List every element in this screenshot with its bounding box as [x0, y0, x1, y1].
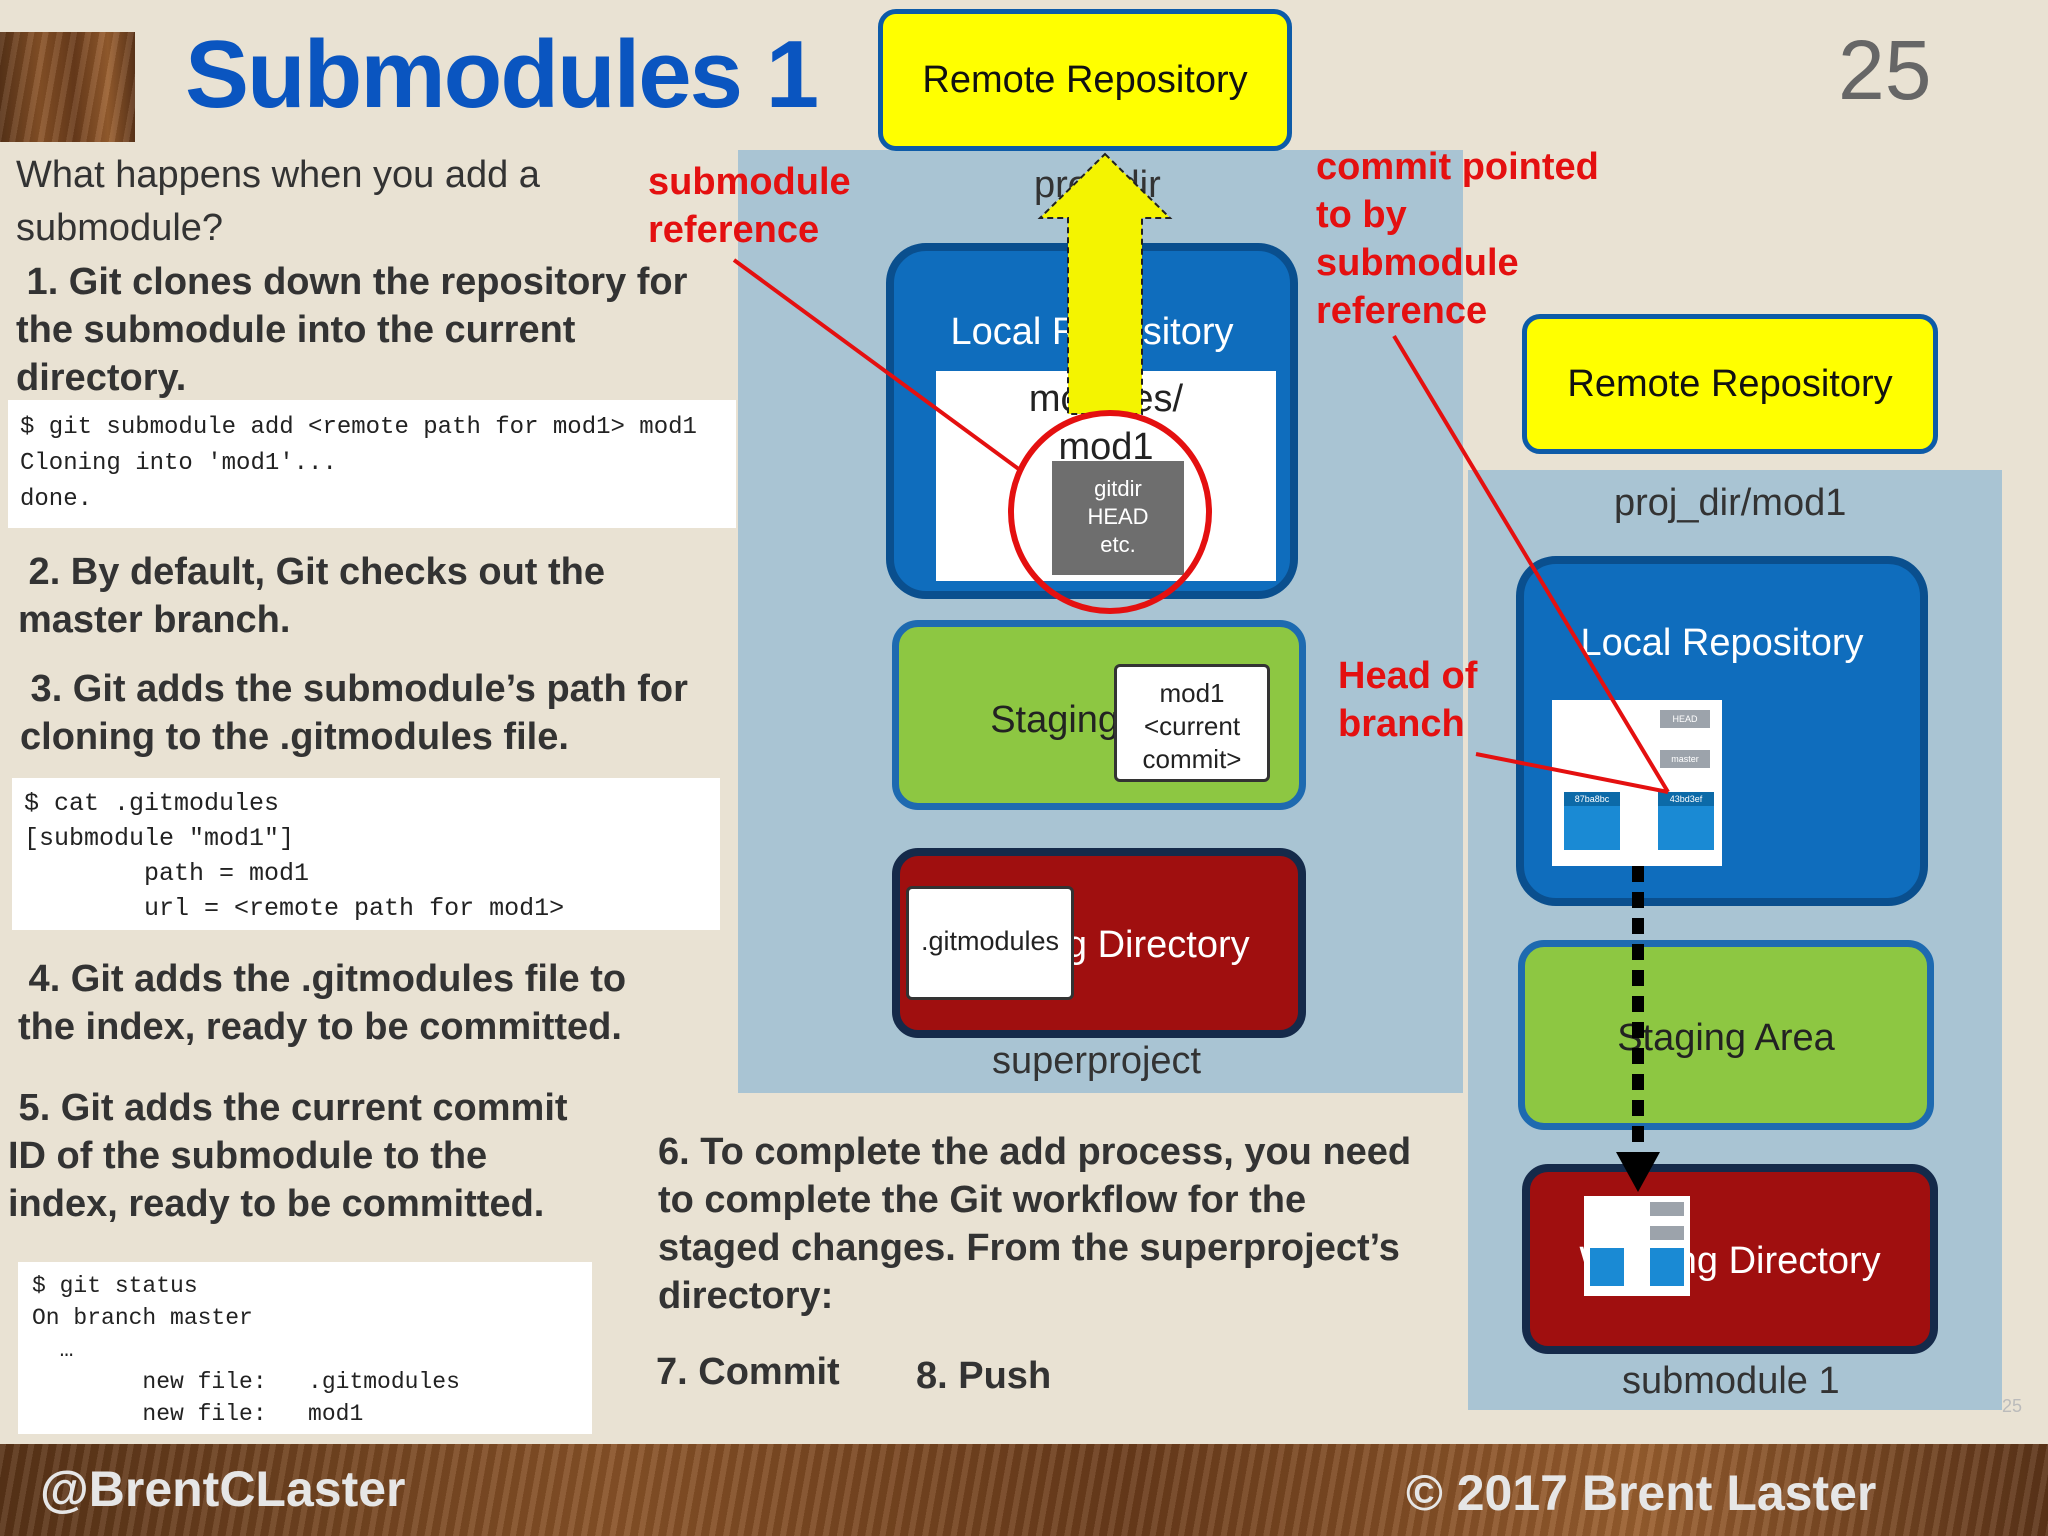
code-block-git-status: $ git status On branch master … new file…	[18, 1262, 592, 1434]
submodule-caption: submodule 1	[1622, 1360, 1840, 1402]
working-dir-commit-image	[1584, 1196, 1690, 1296]
gitmodules-file-scroll: .gitmodules	[906, 886, 1074, 1000]
step-line: the index, ready to be committed.	[18, 1006, 622, 1048]
footer-right-text: © 2017 Brent Laster	[1406, 1465, 1877, 1521]
question-line: What happens when you add a	[16, 154, 540, 196]
header-wood-block	[0, 32, 135, 142]
step-8-push: 8. Push	[916, 1355, 1052, 1397]
step-4: 4. Git adds the .gitmodules file to the …	[18, 955, 626, 1051]
gitdir-line: gitdir	[1094, 476, 1142, 501]
superproject-remote-repository: Remote Repository	[878, 9, 1292, 151]
code-block-gitmodules: $ cat .gitmodules [submodule "mod1"] pat…	[12, 778, 720, 930]
annotation-submodule-reference: submodule reference	[648, 158, 851, 254]
annotation-line: reference	[648, 209, 820, 251]
mini-commit-card	[1650, 1248, 1684, 1286]
step-line: 2. By default, Git checks out the	[18, 551, 606, 593]
annotation-line: commit pointed	[1316, 146, 1599, 188]
annotation-line: reference	[1316, 290, 1488, 332]
page-number: 25	[1838, 23, 1932, 117]
step-line: directory:	[658, 1275, 834, 1317]
step-line: ID of the submodule to the	[8, 1135, 488, 1177]
gitdir-line: HEAD	[1087, 504, 1149, 529]
step-line: to complete the Git workflow for the	[658, 1179, 1307, 1221]
mini-tag	[1650, 1226, 1684, 1240]
annotation-line: submodule	[648, 161, 851, 203]
footer-left-text: @BrentCLaster	[40, 1461, 406, 1517]
mini-commit-card: 43bd3ef	[1658, 792, 1714, 850]
annotation-line: branch	[1338, 703, 1465, 745]
connector-arrowhead	[1616, 1152, 1660, 1192]
superproject-caption: superproject	[992, 1040, 1202, 1082]
mini-branch-tag: master	[1660, 750, 1710, 768]
step-6: 6. To complete the add process, you need…	[658, 1128, 1411, 1320]
step-5: 5. Git adds the current commit ID of the…	[8, 1084, 568, 1228]
step-line: 3. Git adds the submodule’s path for	[20, 668, 688, 710]
step-line: 5. Git adds the current commit	[8, 1087, 568, 1129]
submodule-remote-repository: Remote Repository	[1522, 314, 1938, 454]
mini-commit-card: 87ba8bc	[1564, 792, 1620, 850]
staging-area-label: Staging Area	[1617, 1017, 1835, 1059]
step-line: 6. To complete the add process, you need	[658, 1131, 1412, 1173]
staging-mod1-scroll: mod1 <current commit>	[1114, 664, 1270, 782]
annotation-line: Head of	[1338, 655, 1478, 697]
annotation-commit-pointed: commit pointed to by submodule reference	[1316, 143, 1599, 335]
step-line: 1. Git clones down the repository for	[16, 261, 688, 303]
annotation-head-of-branch: Head of branch	[1338, 652, 1477, 748]
mini-commit-card	[1590, 1248, 1624, 1286]
commit-pointed-pointer	[1392, 334, 1670, 794]
submodule-reference-pointer	[732, 258, 1022, 472]
submodule-proj-dir-label: proj_dir/mod1	[1614, 482, 1847, 524]
step-line: index, ready to be committed.	[8, 1183, 545, 1225]
step-3: 3. Git adds the submodule’s path for clo…	[20, 665, 688, 761]
gitdir-line: etc.	[1100, 532, 1136, 557]
step-line: 4. Git adds the .gitmodules file to	[18, 958, 627, 1000]
step-line: cloning to the .gitmodules file.	[20, 716, 569, 758]
scroll-line: commit>	[1142, 744, 1242, 774]
annotation-line: submodule	[1316, 242, 1519, 284]
step-line: directory.	[16, 357, 187, 399]
head-of-branch-pointer	[1475, 752, 1669, 794]
code-block-submodule-add: $ git submodule add <remote path for mod…	[8, 400, 736, 528]
annotation-line: to by	[1316, 194, 1407, 236]
step-1: 1. Git clones down the repository for th…	[16, 258, 687, 402]
step-line: staged changes. From the superproject’s	[658, 1227, 1400, 1269]
remote-repository-label: Remote Repository	[922, 59, 1248, 101]
remote-repository-label: Remote Repository	[1567, 363, 1893, 405]
mini-commit-id: 43bd3ef	[1658, 792, 1714, 806]
mini-tag	[1650, 1202, 1684, 1216]
gitdir-block: gitdir HEAD etc.	[1052, 461, 1184, 575]
local-repository-label: Local Repository	[1580, 622, 1864, 664]
step-7-commit: 7. Commit	[656, 1351, 840, 1393]
scroll-line: <current	[1143, 711, 1241, 741]
step-line: the submodule into the current	[16, 309, 576, 351]
step-line: master branch.	[18, 599, 291, 641]
slide-title: Submodules 1	[185, 21, 819, 128]
mini-head-tag: HEAD	[1660, 710, 1710, 728]
submodule-staging-area: Staging Area	[1518, 940, 1934, 1130]
question-text: What happens when you add a submodule?	[16, 152, 540, 252]
scroll-line: mod1	[1159, 678, 1225, 708]
mini-commit-id: 87ba8bc	[1564, 792, 1620, 806]
gitmodules-file-label: .gitmodules	[920, 926, 1060, 956]
step-2: 2. By default, Git checks out the master…	[18, 548, 605, 644]
footer-bar: @BrentCLaster © 2017 Brent Laster	[0, 1444, 2048, 1536]
question-line: submodule?	[16, 207, 224, 249]
corner-page-number: 25	[2002, 1396, 2023, 1416]
commit-graph-image: HEAD master 87ba8bc 43bd3ef	[1552, 700, 1722, 866]
submodule-reference-circle	[1008, 410, 1212, 614]
